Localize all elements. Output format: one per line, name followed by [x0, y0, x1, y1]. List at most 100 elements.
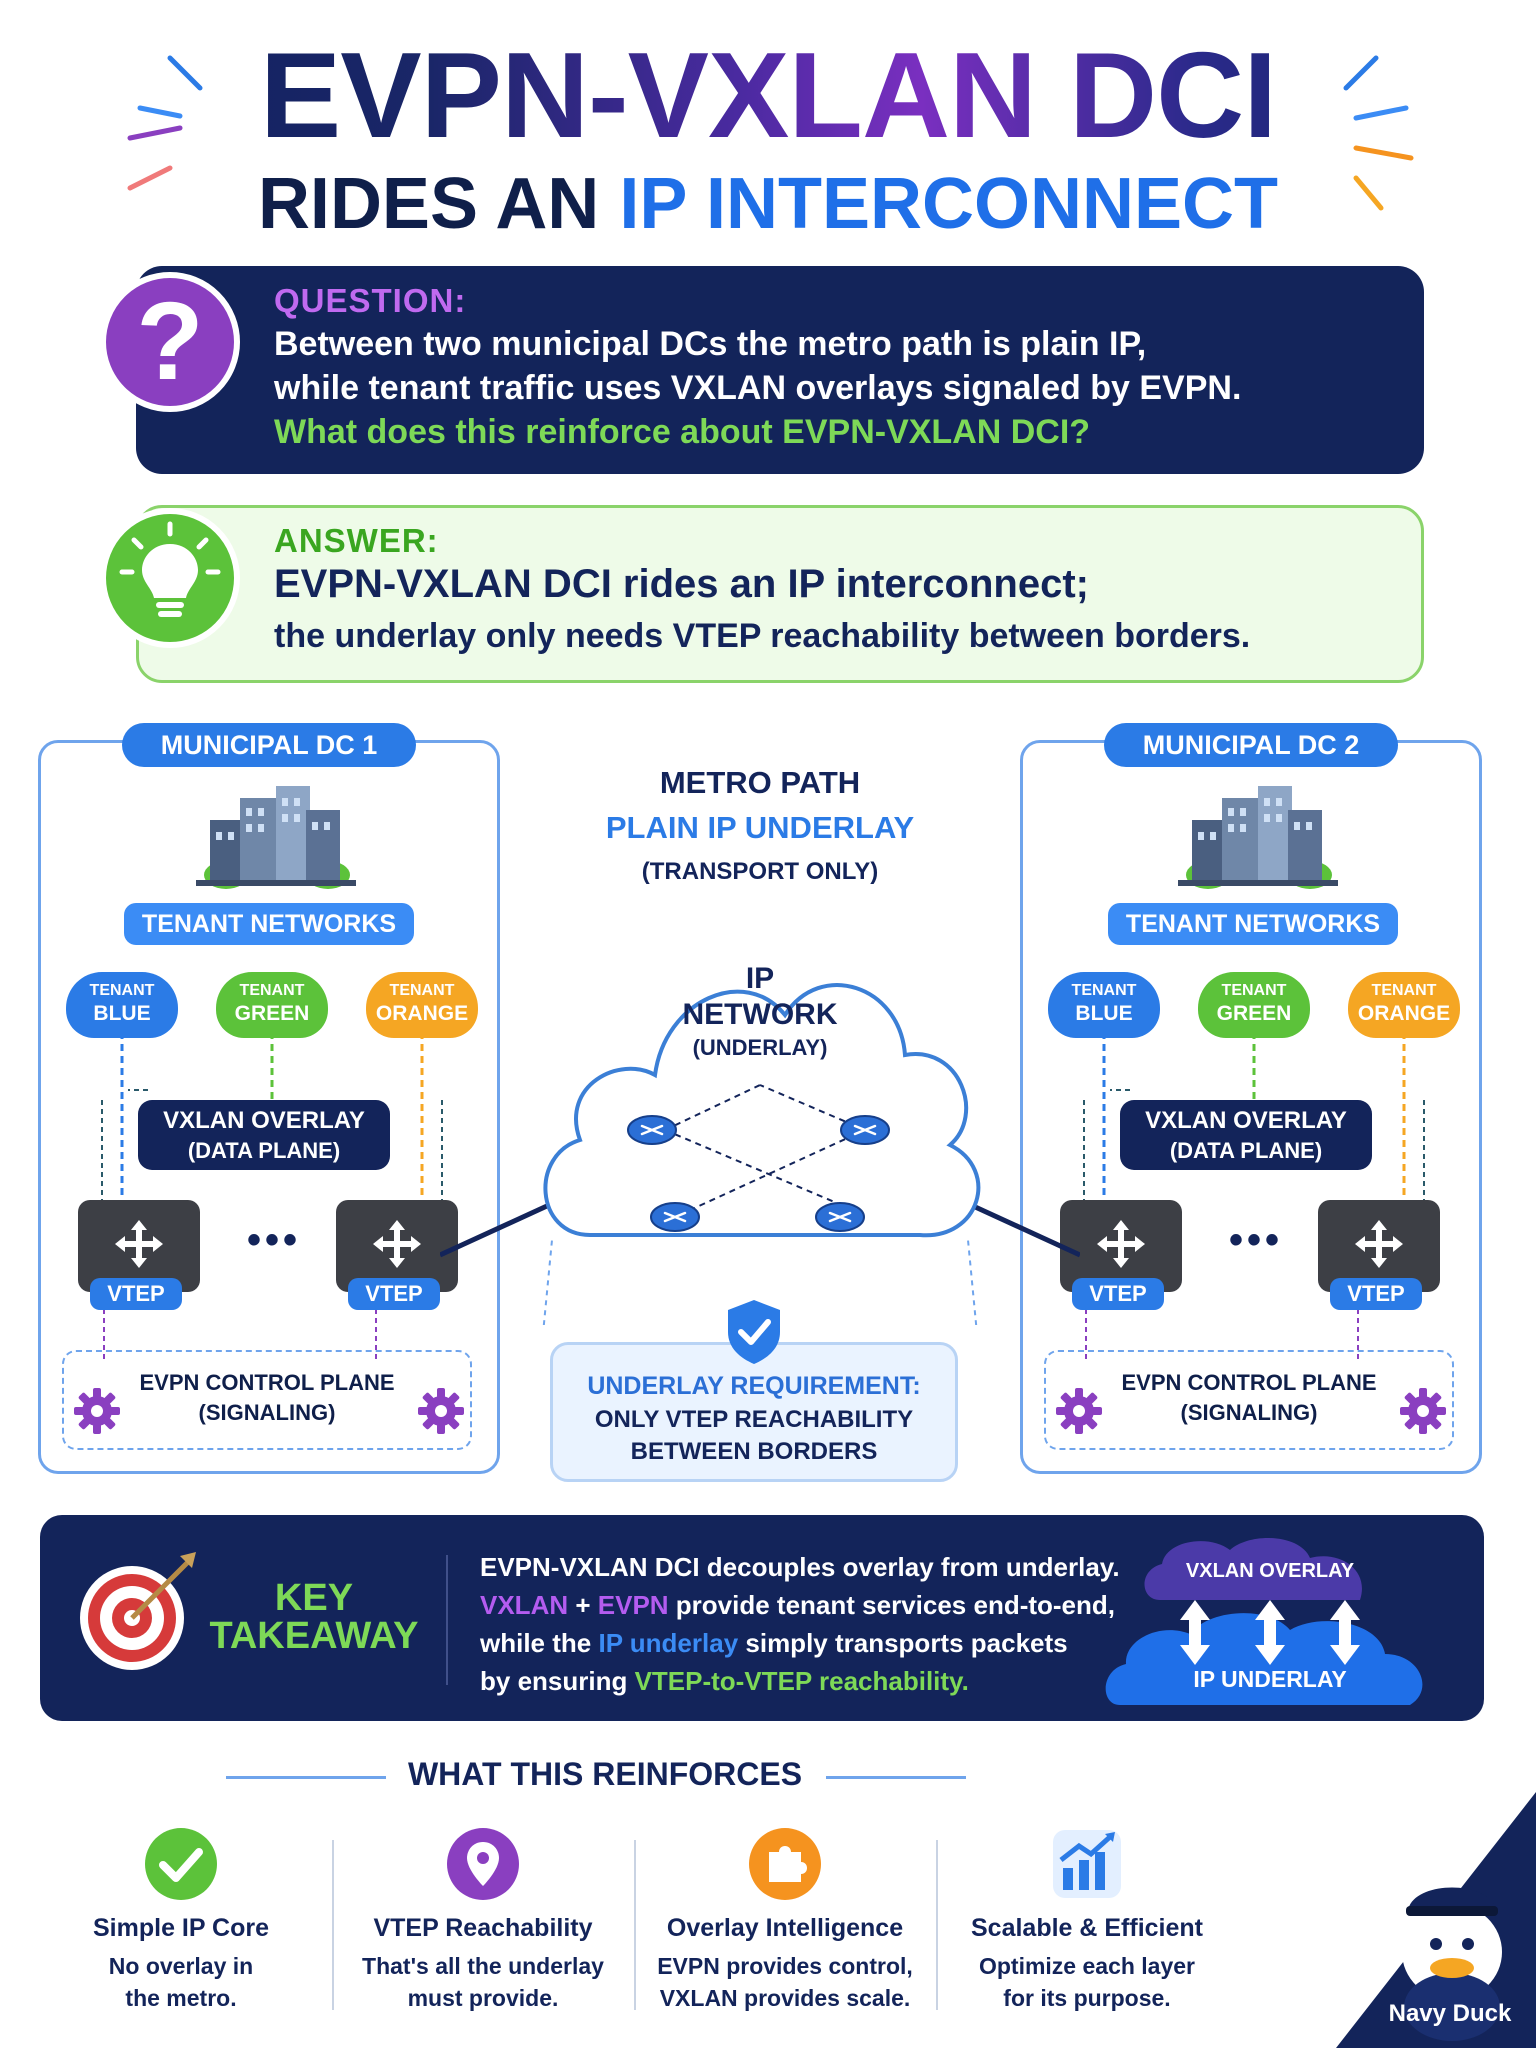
question-line-3: What does this reinforce about EVPN-VXLA…: [274, 413, 1091, 451]
answer-line-2: the underlay only needs VTEP reachabilit…: [274, 617, 1251, 655]
dc1-tenant-cloud-1: TENANT GREEN: [216, 972, 328, 1038]
takeaway-vtep-reach: VTEP-to-VTEP reachability.: [634, 1666, 969, 1696]
dc1-evpn-control-plane: EVPN CONTROL PLANE (SIGNALING): [62, 1350, 472, 1450]
gear-icon: [1400, 1388, 1446, 1434]
takeaway-ip-underlay: IP underlay: [598, 1628, 739, 1658]
subtitle-part-1: RIDES: [257, 164, 496, 244]
takeaway-line-1: EVPN-VXLAN DCI decouples overlay from un…: [480, 1552, 1120, 1582]
dc1-wiring: [101, 1032, 443, 1360]
dc2-vtep-label-0: VTEP: [1072, 1278, 1164, 1310]
main-title: EVPN-VXLAN DCI: [0, 34, 1536, 156]
spark-left-icon: [127, 55, 203, 191]
overlay-underlay-graphic: [1105, 1538, 1423, 1705]
cloud-label-2: NETWORK: [682, 998, 838, 1031]
answer-label: ANSWER:: [274, 522, 439, 559]
dc2-tenant-networks: TENANT NETWORKS: [1108, 903, 1398, 945]
reinforce-heading-0: Simple IP Core: [93, 1914, 269, 1942]
subtitle: RIDES AN IP INTERCONNECT: [0, 168, 1536, 240]
dc1-ellipsis: •••: [246, 1218, 301, 1262]
shield-check-icon: [728, 1300, 780, 1364]
dc1-vtep-label-1: VTEP: [348, 1278, 440, 1310]
question-line-2: while tenant traffic uses VXLAN overlays…: [274, 369, 1242, 407]
dc2-tenant-cloud-0: TENANT BLUE: [1048, 972, 1160, 1038]
answer-line-1: EVPN-VXLAN DCI rides an IP interconnect;: [274, 562, 1089, 606]
tenant-top-label: TENANT: [239, 982, 305, 999]
overlay-line-1: VXLAN OVERLAY: [163, 1107, 365, 1134]
dc2-title: MUNICIPAL DC 2: [1104, 723, 1398, 767]
question-label: QUESTION:: [274, 282, 467, 319]
takeaway-line-3: while the IP underlay simply transports …: [480, 1624, 1068, 1662]
gear-icon: [1056, 1388, 1102, 1434]
dc2-evpn-control-plane: EVPN CONTROL PLANE (SIGNALING): [1044, 1350, 1454, 1450]
reinforce-heading-3: Scalable & Efficient: [970, 1914, 1204, 1942]
takeaway-line-4-a: by ensuring: [480, 1666, 635, 1696]
dc1-vxlan-overlay: VXLAN OVERLAY (DATA PLANE): [138, 1100, 390, 1170]
evpn-line-2: (SIGNALING): [1180, 1400, 1318, 1425]
switch-arrows-icon: [1355, 1220, 1403, 1268]
metro-note: (TRANSPORT ONLY): [641, 858, 879, 885]
evpn-line-1: EVPN CONTROL PLANE: [1121, 1370, 1377, 1395]
gear-icon: [74, 1388, 120, 1434]
reinforce-text-1-a: That's all the underlay: [362, 1953, 604, 1979]
reinforce-divider: [634, 1840, 636, 2010]
question-mark-icon: ?: [100, 272, 240, 412]
reinforce-text-1-b: must provide.: [407, 1985, 559, 2011]
key-divider: [446, 1555, 448, 1685]
target-icon: [80, 1552, 196, 1670]
tenant-top-label: TENANT: [1071, 982, 1137, 999]
evpn-line-2: (SIGNALING): [198, 1400, 336, 1425]
switch-arrows-icon: [373, 1220, 421, 1268]
brand-cap-text: NAVY: [1433, 1836, 1471, 1852]
reinforce-divider: [332, 1840, 334, 2010]
tenant-top-label: TENANT: [89, 982, 155, 999]
gear-icon: [418, 1388, 464, 1434]
subtitle-part-2: AN: [495, 164, 620, 244]
reinforce-text-0-a: No overlay in: [108, 1953, 254, 1979]
key-label-1: KEY: [274, 1577, 354, 1619]
tenant-name-label: BLUE: [1075, 1002, 1133, 1025]
overlay-line-1: VXLAN OVERLAY: [1145, 1107, 1347, 1134]
cloud-label-1: IP: [745, 962, 775, 995]
dc2-ellipsis: •••: [1228, 1218, 1283, 1262]
reinforce-text-2-a: EVPN provides control,: [657, 1953, 913, 1979]
reinforce-heading-1: VTEP Reachability: [373, 1914, 593, 1942]
takeaway-evpn: EVPN: [597, 1590, 669, 1620]
graphic-underlay-label: IP UNDERLAY: [1193, 1666, 1347, 1692]
question-card: [136, 266, 1424, 474]
switch-arrows-icon: [1097, 1220, 1145, 1268]
tenant-top-label: TENANT: [389, 982, 455, 999]
takeaway-line-2-rest: provide tenant services end-to-end,: [668, 1590, 1116, 1620]
tenant-name-label: GREEN: [1216, 1002, 1292, 1025]
requirement-box: [550, 1342, 958, 1482]
bar-chart-icon: [1053, 1830, 1121, 1898]
requirement-title: UNDERLAY REQUIREMENT:: [587, 1372, 921, 1400]
reinforces-title: WHAT THIS REINFORCES: [407, 1756, 803, 1792]
reinforce-rule-right: [826, 1776, 966, 1779]
metro-title: METRO PATH: [659, 765, 861, 800]
tenant-name-label: GREEN: [234, 1002, 310, 1025]
takeaway-line-3-c: simply transports packets: [738, 1628, 1068, 1658]
brand-corner: [1336, 1792, 1536, 2048]
overlay-line-2: (DATA PLANE): [1169, 1138, 1323, 1163]
dc1-title: MUNICIPAL DC 1: [122, 723, 416, 767]
key-label-2: TAKEAWAY: [209, 1615, 419, 1657]
tenant-top-label: TENANT: [1221, 982, 1287, 999]
reinforce-rule-left: [226, 1776, 386, 1779]
reinforce-text-3-b: for its purpose.: [1003, 1985, 1171, 2011]
reinforce-divider: [936, 1840, 938, 2010]
overlay-line-2: (DATA PLANE): [187, 1138, 341, 1163]
dc1-vtep-label-0: VTEP: [90, 1278, 182, 1310]
takeaway-plus: +: [568, 1590, 598, 1620]
takeaway-line-3-a: while the: [480, 1628, 599, 1658]
metro-subtitle: PLAIN IP UNDERLAY: [605, 810, 915, 845]
dc2-vxlan-overlay: VXLAN OVERLAY (DATA PLANE): [1120, 1100, 1372, 1170]
takeaway-vxlan: VXLAN: [480, 1590, 569, 1620]
cloud-label-3: (UNDERLAY): [692, 1035, 828, 1060]
answer-card: [136, 505, 1424, 683]
evpn-line-1: EVPN CONTROL PLANE: [139, 1370, 395, 1395]
